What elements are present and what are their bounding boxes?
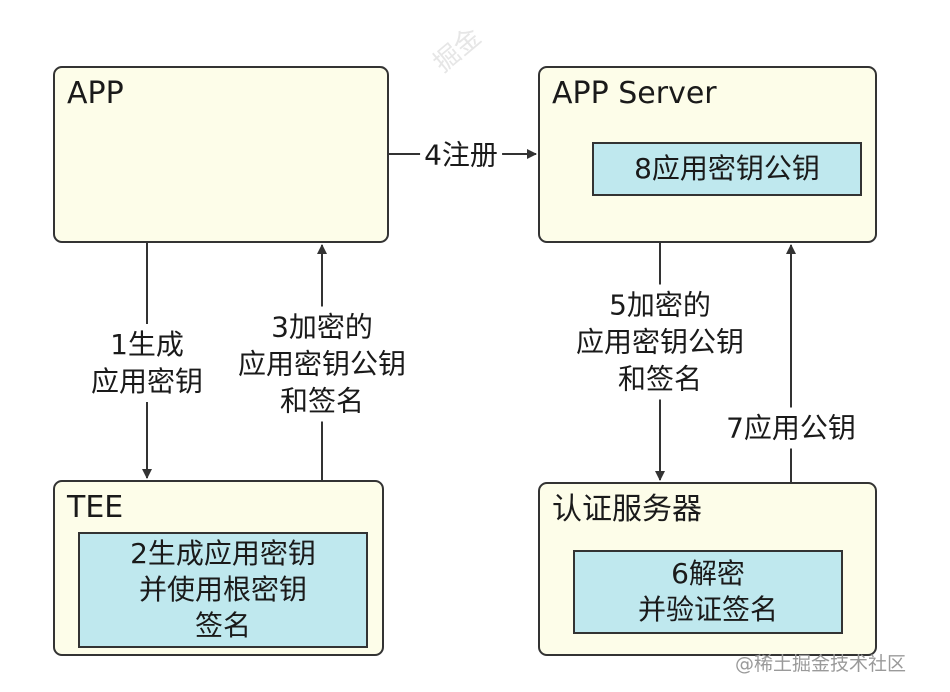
label-line: 5加密的 [609,288,711,322]
label-line: 和签名 [279,384,365,418]
tee-inner-line: 2生成应用密钥 [130,537,316,570]
tee-inner-line: 签名 [194,609,251,642]
app-box: APP [53,66,389,243]
label-step3: 3加密的 应用密钥公钥 和签名 [233,306,411,422]
auth-server-box: 认证服务器 6解密 并验证签名 [538,482,877,656]
label-step7: 7应用公钥 [722,407,860,449]
app-server-public-key-box: 8应用密钥公钥 [592,142,862,196]
label-line: 7应用公钥 [726,411,856,445]
auth-inner-line: 并验证签名 [637,593,778,626]
tee-box: TEE 2生成应用密钥 并使用根密钥 签名 [53,480,384,656]
label-line: 应用密钥公钥 [575,325,745,359]
label-line: 4注册 [424,138,498,172]
label-line: 应用密钥公钥 [237,347,407,381]
app-server-title: APP Server [552,76,717,111]
app-server-box: APP Server 8应用密钥公钥 [538,66,877,243]
label-step4: 4注册 [420,134,502,176]
label-step5: 5加密的 应用密钥公钥 和签名 [571,284,749,400]
app-server-inner-line: 8应用密钥公钥 [634,152,820,185]
label-line: 3加密的 [271,310,373,344]
tee-inner-line: 并使用根密钥 [138,573,307,606]
auth-inner-line: 6解密 [671,557,745,590]
auth-server-title: 认证服务器 [552,492,702,527]
label-line: 和签名 [617,362,703,396]
label-line: 1生成 [110,328,184,361]
app-title: APP [67,76,124,111]
auth-server-verify-box: 6解密 并验证签名 [573,550,843,634]
tee-title: TEE [67,490,124,525]
tee-process-box: 2生成应用密钥 并使用根密钥 签名 [78,532,368,648]
credit-text: @稀土掘金技术社区 [734,653,906,675]
label-step1: 1生成 应用密钥 [86,324,208,402]
label-line: 应用密钥 [90,365,204,398]
